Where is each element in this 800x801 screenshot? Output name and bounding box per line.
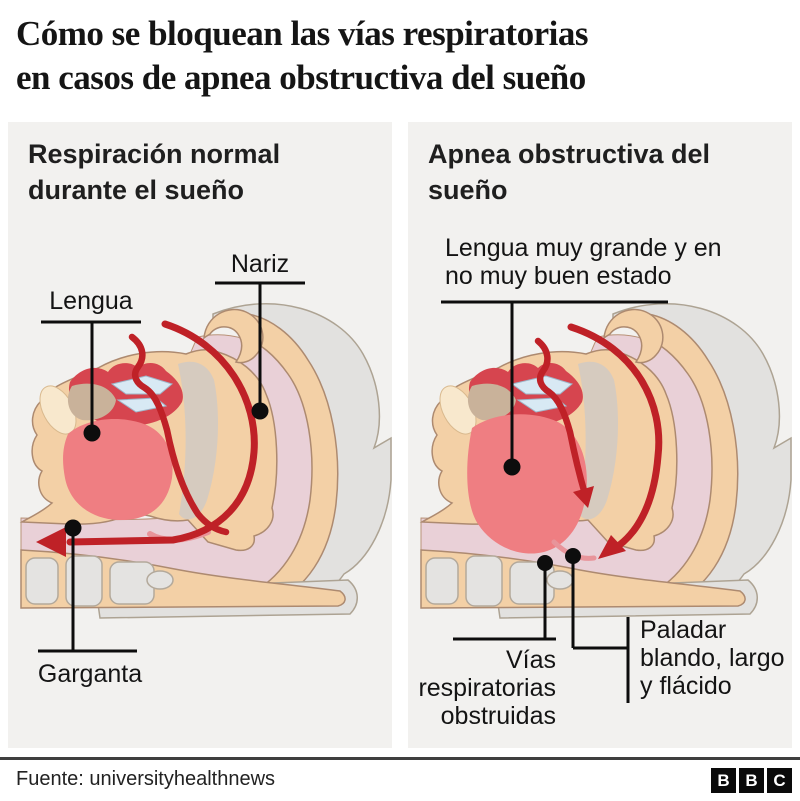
footer-divider bbox=[0, 757, 800, 760]
panel-heading-normal: Respiración normal durante el sueño bbox=[28, 139, 281, 205]
label-vias-obstruidas: Vías respiratorias obstruidas bbox=[418, 646, 556, 730]
marker-dot-paladar bbox=[565, 548, 581, 564]
title-line-1: Cómo se bloquean las vías respiratorias bbox=[16, 14, 588, 53]
label-nariz: Nariz bbox=[230, 250, 290, 278]
marker-dot-vias bbox=[537, 555, 553, 571]
leader-lines bbox=[38, 281, 305, 653]
marker-dot-nariz bbox=[251, 402, 269, 420]
tongue-shape bbox=[63, 418, 173, 521]
label-paladar-blando: Paladar blando, largo y flácido bbox=[640, 616, 785, 700]
tongue-enlarged-shape bbox=[467, 414, 587, 554]
bbc-logo-block: B bbox=[739, 768, 764, 793]
anatomy-illustration-normal bbox=[19, 281, 392, 653]
airflow-nose-arrow-blocked bbox=[567, 323, 663, 554]
vertebra bbox=[465, 555, 503, 607]
vertebra bbox=[65, 555, 103, 607]
mouth-back-band bbox=[578, 361, 619, 520]
vertebra-small bbox=[146, 570, 174, 590]
vertebra bbox=[425, 557, 459, 605]
marker-dot-lengua-grande bbox=[503, 458, 521, 476]
nose-shape bbox=[203, 308, 264, 364]
airflow-arrowhead bbox=[573, 486, 594, 508]
bbc-logo: B B C bbox=[711, 768, 792, 793]
source-credit: Fuente: universityhealthnews bbox=[16, 768, 276, 790]
airflow-mouth-arrow bbox=[128, 333, 230, 536]
title-line-2: en casos de apnea obstructiva del sueño bbox=[16, 58, 586, 97]
panel-normal-breathing: Respiración normal durante el sueño Nari… bbox=[8, 122, 392, 748]
airflow-mouth-arrow-blocked bbox=[534, 337, 589, 498]
label-garganta: Garganta bbox=[37, 660, 143, 688]
airflow-arrowhead bbox=[36, 527, 66, 557]
vertebra bbox=[25, 557, 59, 605]
soft-palate-tan bbox=[467, 383, 516, 421]
marker-dot-garganta bbox=[64, 519, 82, 537]
label-lengua: Lengua bbox=[49, 287, 133, 315]
mouth-back-band bbox=[178, 361, 219, 520]
airflow-arrowhead bbox=[598, 535, 626, 559]
nose-shape bbox=[603, 308, 664, 364]
leader-lines bbox=[441, 300, 668, 703]
infographic-title: Cómo se bloquean las vías respiratorias … bbox=[16, 12, 796, 100]
airflow-nose-arrow bbox=[66, 320, 258, 546]
panel-heading-apnea: Apnea obstructiva del sueño bbox=[428, 139, 711, 205]
label-lengua-grande: Lengua muy grande y en no muy buen estad… bbox=[445, 234, 722, 290]
vertebra-small bbox=[546, 570, 574, 590]
bbc-logo-block: C bbox=[767, 768, 792, 793]
bbc-logo-block: B bbox=[711, 768, 736, 793]
panel-apnea: Apnea obstructiva del sueño Lengua muy g… bbox=[408, 122, 792, 748]
anatomy-illustration-apnea bbox=[419, 300, 792, 703]
marker-dot-lengua bbox=[83, 424, 101, 442]
